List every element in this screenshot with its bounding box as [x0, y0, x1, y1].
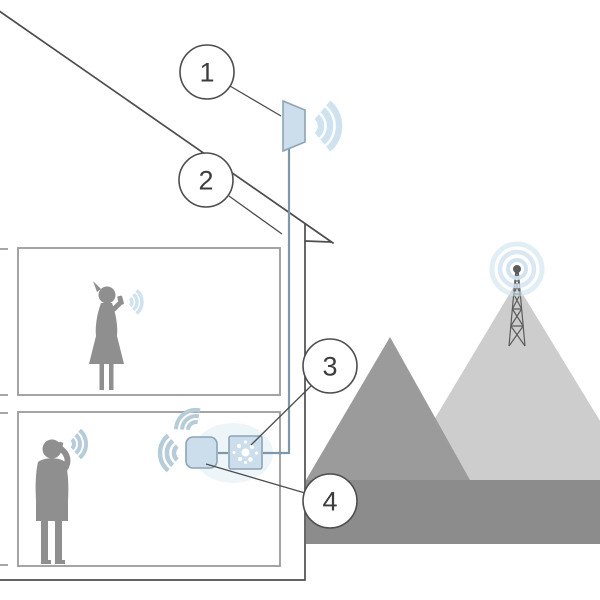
woman-head — [98, 286, 116, 304]
house-outline — [0, 10, 334, 581]
splat-blob — [243, 440, 248, 444]
mountain-large-light — [398, 283, 600, 480]
booster-system — [157, 147, 291, 483]
callout-1: 1 — [179, 44, 282, 117]
wave-arc — [157, 433, 170, 473]
wave-arc — [326, 100, 343, 152]
tower-signal-waves-icon — [489, 241, 545, 297]
woman-arm — [100, 300, 123, 315]
roof-line — [0, 10, 334, 244]
man-phone-signal-waves-icon — [70, 428, 88, 460]
indoor-antenna-waves-up-icon — [174, 407, 201, 431]
eave-line — [304, 240, 332, 243]
left-wall-stubs — [0, 248, 8, 566]
wave-arc — [180, 414, 200, 430]
wave-arc — [70, 437, 77, 451]
wall-and-floor-line — [0, 223, 306, 581]
tower-ring-outer — [489, 241, 545, 297]
outdoor-antenna — [282, 99, 343, 153]
wave-arc — [164, 438, 175, 468]
callout-3: 3 — [250, 338, 358, 446]
splat-blob — [237, 444, 241, 448]
mountain-small-dark — [306, 337, 470, 480]
outdoor-antenna-icon — [282, 99, 306, 153]
woman-dress — [89, 303, 124, 364]
callout-3-label: 3 — [322, 352, 337, 382]
upper-room — [17, 247, 281, 396]
wave-arc — [78, 428, 88, 460]
wave-arc — [74, 433, 82, 455]
splat-blob — [254, 451, 259, 455]
splat-blob — [238, 457, 242, 461]
cell-tower-icon — [489, 241, 545, 347]
callout-2-leader — [228, 195, 283, 235]
woman-with-phone-silhouette — [89, 281, 144, 390]
man-arm — [57, 445, 71, 473]
callout-1-circle — [179, 44, 235, 100]
callout-2: 2 — [178, 152, 283, 235]
man-leg-right — [55, 520, 62, 563]
man-foot-left — [41, 560, 51, 564]
indoor-antenna-waves-icon — [157, 433, 179, 473]
splat-blob — [232, 451, 236, 454]
coax-cable — [263, 147, 291, 455]
callout-3-circle — [302, 338, 358, 394]
man-phone — [56, 441, 64, 452]
wave-arc — [174, 407, 201, 430]
callout-4: 4 — [205, 463, 358, 529]
splat-blob — [249, 444, 255, 450]
callout-2-label: 2 — [198, 166, 213, 196]
splat-blob — [244, 461, 247, 464]
lower-room — [17, 411, 281, 567]
indoor-antenna-icon — [185, 436, 218, 469]
tower-ring-middle — [497, 249, 537, 289]
splat-blob — [241, 448, 250, 457]
woman-ponytail — [93, 281, 101, 292]
wave-arc — [171, 444, 179, 462]
wave-arc — [132, 292, 139, 312]
man-foot-right — [55, 560, 65, 564]
woman-phone-signal-waves-icon — [128, 289, 144, 315]
callout-2-circle — [178, 152, 234, 208]
callout-4-leader — [205, 463, 306, 494]
man-leg-left — [41, 520, 48, 563]
man-head — [42, 439, 62, 459]
callout-4-label: 4 — [322, 487, 337, 517]
callout-4-circle — [302, 473, 358, 529]
woman-leg-right — [109, 364, 114, 390]
splat-blob — [248, 457, 253, 462]
wave-arc — [128, 296, 134, 308]
outdoor-antenna-waves-icon — [314, 100, 343, 152]
wave-arc — [320, 107, 334, 145]
callout-3-leader — [250, 384, 313, 446]
man-torso — [35, 458, 69, 521]
paint-splat-icon — [232, 440, 259, 464]
woman-phone — [117, 295, 124, 306]
callout-1-label: 1 — [199, 58, 214, 88]
woman-leg-left — [99, 364, 104, 390]
wave-arc — [186, 420, 199, 431]
tower-ring-inner — [506, 258, 528, 280]
wave-arc — [314, 114, 325, 138]
wave-arc — [135, 289, 144, 315]
man-with-phone-silhouette — [35, 428, 88, 564]
tower-antenna-dot — [513, 265, 521, 273]
callout-1-leader — [229, 85, 282, 117]
